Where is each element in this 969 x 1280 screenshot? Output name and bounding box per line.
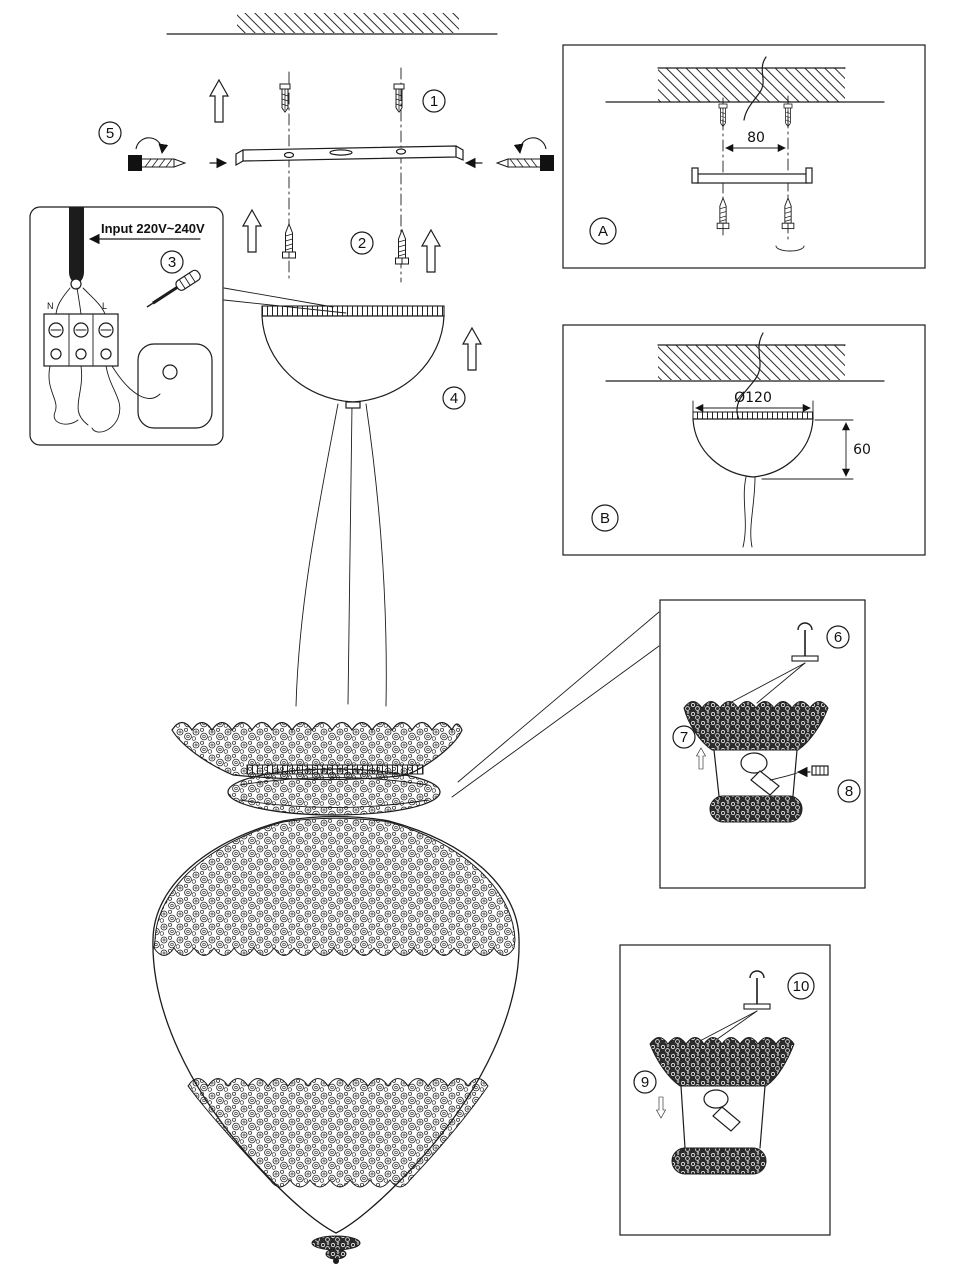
side-screw-icon xyxy=(128,138,185,171)
step-4-canopy: 4 xyxy=(261,305,482,707)
detail-box-678: 6 7 8 xyxy=(659,599,866,889)
callout-3: 3 xyxy=(160,250,184,274)
step-5-side-screws: 5 xyxy=(98,121,554,171)
dimension-60: 60 xyxy=(761,419,871,480)
svg-text:4: 4 xyxy=(450,390,458,407)
svg-text:A: A xyxy=(598,223,608,240)
pendant-wire xyxy=(365,403,387,707)
up-arrow-icon xyxy=(242,209,262,253)
svg-text:Ø120: Ø120 xyxy=(734,390,772,406)
svg-text:Input 220V~240V: Input 220V~240V xyxy=(101,221,205,236)
mounting-bracket xyxy=(235,145,464,167)
lamp-lower-band xyxy=(187,1078,489,1188)
svg-text:3: 3 xyxy=(168,254,176,271)
leader-lines-to-detail-6 xyxy=(451,611,660,798)
input-voltage-label: Input 220V~240V xyxy=(88,221,205,245)
power-cable xyxy=(69,207,84,283)
svg-text:N: N xyxy=(47,301,54,311)
lamp-socket-body xyxy=(750,770,780,796)
callout-6: 6 xyxy=(826,625,850,649)
canopy-band xyxy=(692,411,814,420)
canopy-fitting xyxy=(345,401,361,409)
crown-detail xyxy=(683,701,829,751)
canopy-dome xyxy=(692,418,814,478)
pendant-wire xyxy=(295,403,339,707)
wall-anchor-icon xyxy=(783,103,793,127)
screw-icon xyxy=(395,229,409,265)
detail-box-a: 80 A xyxy=(562,44,926,269)
svg-text:5: 5 xyxy=(106,125,114,142)
svg-text:1: 1 xyxy=(430,93,438,110)
supply-wire xyxy=(743,56,767,121)
callout-10: 10 xyxy=(787,972,815,1000)
svg-text:2: 2 xyxy=(358,235,366,252)
up-arrow-icon xyxy=(209,79,229,123)
mounting-plate xyxy=(137,343,213,429)
callout-5: 5 xyxy=(98,121,122,145)
lamp-socket xyxy=(740,752,768,774)
svg-text:60: 60 xyxy=(853,442,871,458)
lamp-socket xyxy=(703,1089,729,1109)
dimension-80: 80 xyxy=(725,130,786,153)
detail-box-910: 10 9 xyxy=(619,944,831,1236)
pendant-lamp xyxy=(152,721,520,1264)
plug-part-8 xyxy=(811,765,829,776)
up-arrow-icon xyxy=(421,229,441,273)
ring-detail xyxy=(709,795,803,823)
svg-text:6: 6 xyxy=(834,629,842,646)
ceiling-hatch xyxy=(658,345,845,380)
callout-4: 4 xyxy=(442,386,466,410)
cable-clamp-screw xyxy=(70,278,82,290)
step-2-screws: 2 xyxy=(242,209,441,273)
svg-text:80: 80 xyxy=(747,130,765,146)
callout-b: B xyxy=(591,504,619,532)
pendant-wire xyxy=(742,476,756,548)
wiring-detail-box: Input 220V~240V N L 3 xyxy=(29,206,224,446)
pendant-wire xyxy=(347,404,353,705)
wall-anchor-icon xyxy=(718,103,728,127)
crown-detail xyxy=(649,1037,795,1087)
canopy-dome xyxy=(261,315,445,403)
loose-wires xyxy=(48,365,161,433)
callout-a: A xyxy=(589,217,617,245)
screw-icon xyxy=(282,223,296,259)
ring-detail xyxy=(671,1147,767,1175)
step-1-anchors: 1 xyxy=(209,67,446,283)
callout-8: 8 xyxy=(837,779,861,803)
lamp-socket-body xyxy=(712,1106,741,1132)
up-arrow-icon xyxy=(462,327,482,371)
lamp-upper-band xyxy=(153,817,516,956)
canopy-band xyxy=(261,305,445,317)
lamp-finial xyxy=(311,1235,361,1264)
svg-text:10: 10 xyxy=(793,978,810,995)
bracket-front-view xyxy=(691,167,813,184)
callout-1: 1 xyxy=(422,89,446,113)
callout-2: 2 xyxy=(350,231,374,255)
wall-anchor-icon xyxy=(393,83,405,113)
callout-7: 7 xyxy=(672,725,696,749)
terminal-block: N L xyxy=(43,287,119,367)
washer-icon xyxy=(775,245,805,252)
ceiling-hatch-top xyxy=(166,13,498,35)
wall-anchor-icon xyxy=(279,83,291,113)
detail-box-b: Ø120 60 B xyxy=(562,324,926,556)
lamp-crown xyxy=(171,721,463,781)
svg-text:9: 9 xyxy=(641,1074,649,1091)
side-screw-icon xyxy=(497,138,554,171)
svg-text:B: B xyxy=(600,510,610,527)
ceiling-hatch xyxy=(658,68,845,102)
svg-text:8: 8 xyxy=(845,783,853,800)
svg-text:L: L xyxy=(102,301,107,311)
svg-text:7: 7 xyxy=(680,729,688,746)
callout-9: 9 xyxy=(633,1070,657,1094)
